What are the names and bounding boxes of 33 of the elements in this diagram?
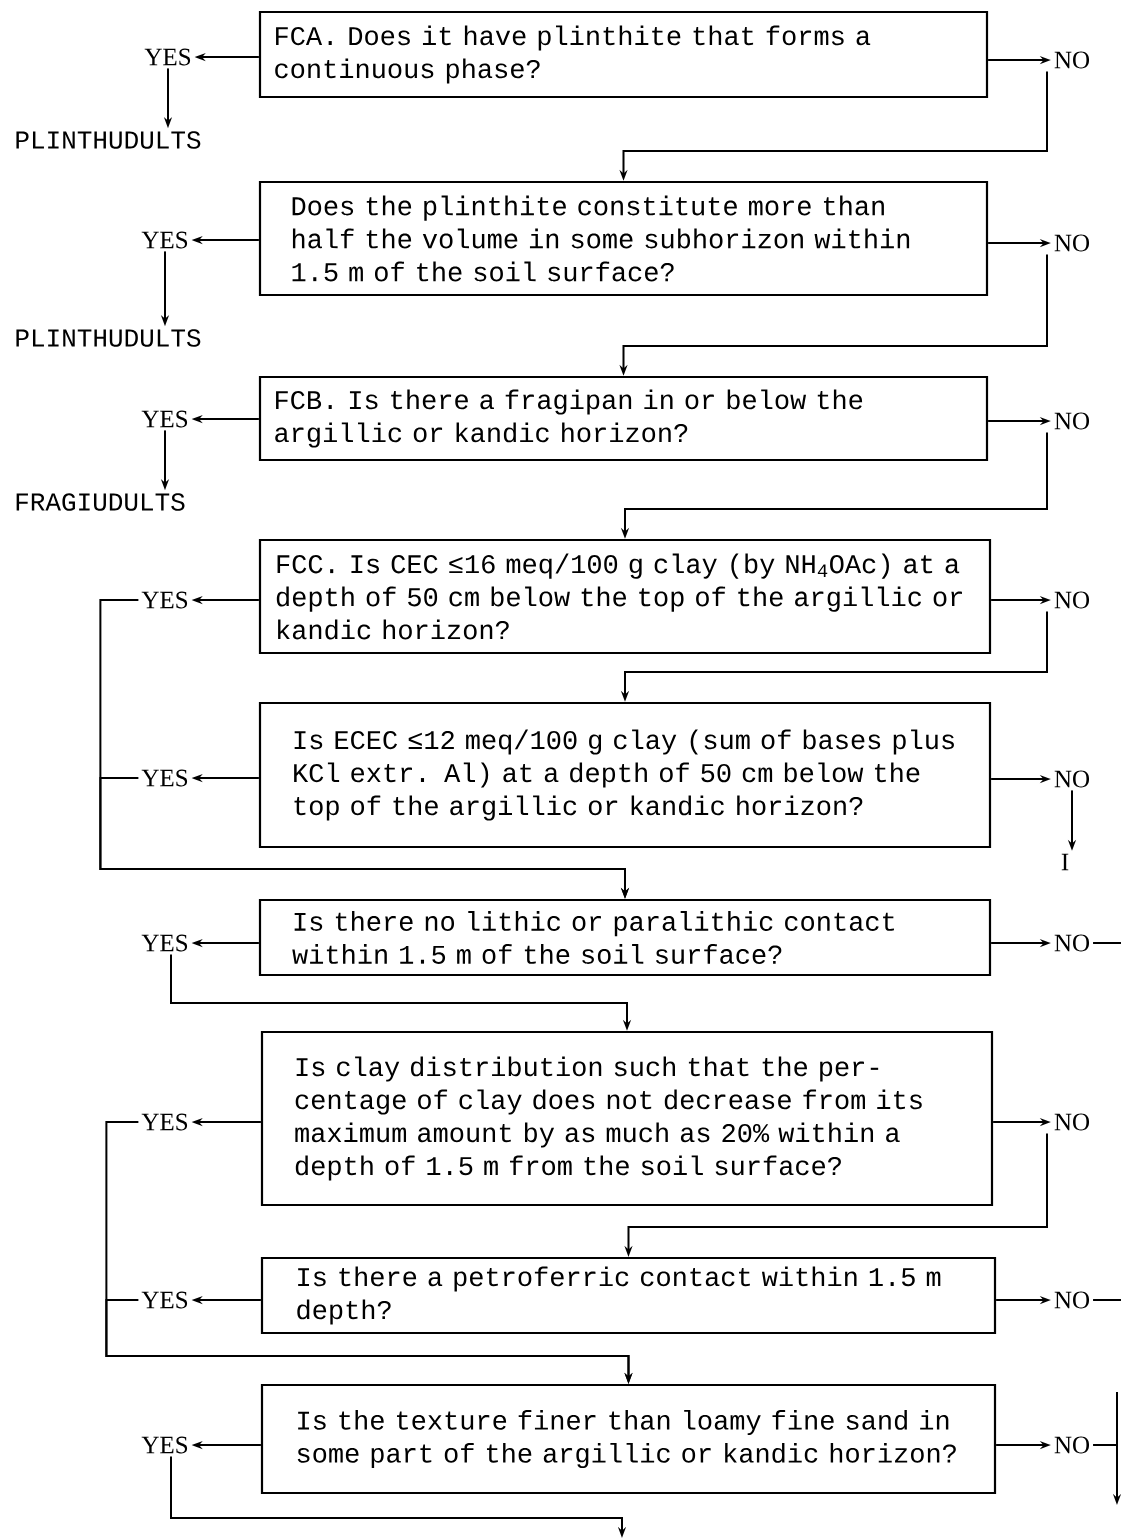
answer-label: NO (1054, 934, 1090, 952)
answer-label: YES (144, 48, 191, 66)
answer-label: YES (141, 1436, 188, 1454)
question-box: FCC. Is CEC ≤16 meq/100 g clay (by NH$_{4}$OAc) at a depth of 50 cm below the top of the argillic or kandic horizon? (258, 538, 992, 655)
question-box: Is there no lithic or paralithic contact within 1.5 m of the soil surface? (258, 898, 992, 977)
answer-label: YES (141, 1113, 188, 1131)
question-box: Is the texture finer than loamy fine sand in some part of the argillic or kandic horizon? (260, 1383, 997, 1495)
answer-label: NO (1054, 770, 1090, 788)
answer-label: I (1061, 853, 1069, 871)
answer-label: YES (141, 231, 188, 249)
question-box: Does the plinthite constitute more than half the volume in some subhorizon within 1.5 m of the soil surface? (258, 180, 989, 297)
question-box: FCA. Does it have plinthite that forms a continuous phase? (258, 10, 989, 99)
result-label: PLINTHUDULTS (16, 329, 201, 347)
question-box: Is ECEC ≤12 meq/100 g clay (sum of bases plus KCl extr. Al) at a depth of 50 cm below the top of the argillic or kandic horizon? (258, 701, 992, 849)
question-box: Is there a petroferric contact within 1.5 m depth? (260, 1256, 997, 1335)
answer-label: YES (141, 410, 188, 428)
answer-label: NO (1054, 412, 1090, 430)
answer-label: NO (1054, 234, 1090, 252)
connector-line (1092, 942, 1121, 944)
answer-label: YES (141, 769, 188, 787)
question-box: FCB. Is there a fragipan in or below the argillic or kandic horizon? (258, 375, 989, 462)
answer-label: NO (1054, 51, 1090, 69)
result-label: PLINTHUDULTS (16, 131, 201, 149)
connector-line (1092, 1299, 1121, 1301)
answer-label: NO (1054, 1291, 1090, 1309)
answer-label: NO (1054, 1436, 1090, 1454)
question-box: Is clay distribution such that the per-centage of clay does not decrease from its maximum amount by as much as 20% within a depth of 1.5 m from the soil surface? (260, 1030, 994, 1207)
answer-label: YES (141, 1291, 188, 1309)
answer-label: NO (1054, 591, 1090, 609)
answer-label: YES (141, 591, 188, 609)
answer-label: YES (141, 934, 188, 952)
answer-label: NO (1054, 1113, 1090, 1131)
result-label: FRAGIUDULTS (16, 493, 185, 511)
